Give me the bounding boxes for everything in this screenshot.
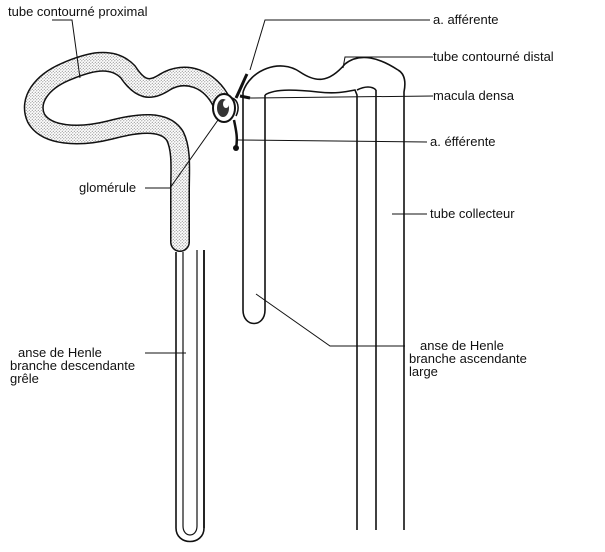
label-macula-densa: macula densa bbox=[433, 88, 515, 103]
label-anse-asc-3: large bbox=[409, 364, 438, 379]
label-a-afferente: a. afférente bbox=[433, 12, 499, 27]
label-anse-desc-3: grêle bbox=[10, 371, 39, 386]
label-a-efferente: a. éfférente bbox=[430, 134, 496, 149]
henle-ascending-limb bbox=[204, 92, 265, 528]
glomerulus bbox=[213, 94, 238, 122]
label-tube-proximal: tube contourné proximal bbox=[8, 4, 148, 19]
label-tube-distal: tube contourné distal bbox=[433, 49, 554, 64]
label-tube-collecteur: tube collecteur bbox=[430, 206, 515, 221]
label-glomerule: glomérule bbox=[79, 180, 136, 195]
proximal-tubule bbox=[34, 62, 222, 242]
distal-tubule bbox=[243, 57, 405, 530]
macula-densa-mark bbox=[240, 96, 250, 98]
henle-descending-limb bbox=[176, 250, 204, 542]
